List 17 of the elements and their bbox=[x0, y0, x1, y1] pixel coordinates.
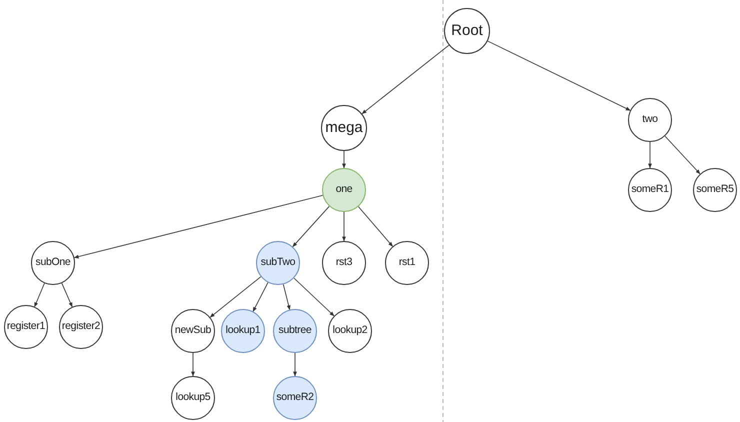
arrow bbox=[342, 150, 346, 168]
arrow bbox=[294, 278, 334, 316]
arrow bbox=[61, 282, 73, 308]
arrow bbox=[293, 352, 297, 376]
arrow bbox=[210, 276, 262, 318]
arrow bbox=[191, 352, 195, 376]
arrow bbox=[362, 44, 450, 114]
arrow bbox=[342, 212, 346, 242]
arrow bbox=[74, 194, 324, 258]
arrow bbox=[664, 136, 700, 174]
arrow bbox=[292, 206, 330, 248]
arrow bbox=[282, 284, 290, 310]
arrow bbox=[358, 206, 394, 247]
arrow bbox=[34, 282, 45, 308]
arrow bbox=[648, 142, 652, 168]
arrow bbox=[487, 40, 631, 111]
arrow bbox=[252, 282, 268, 312]
